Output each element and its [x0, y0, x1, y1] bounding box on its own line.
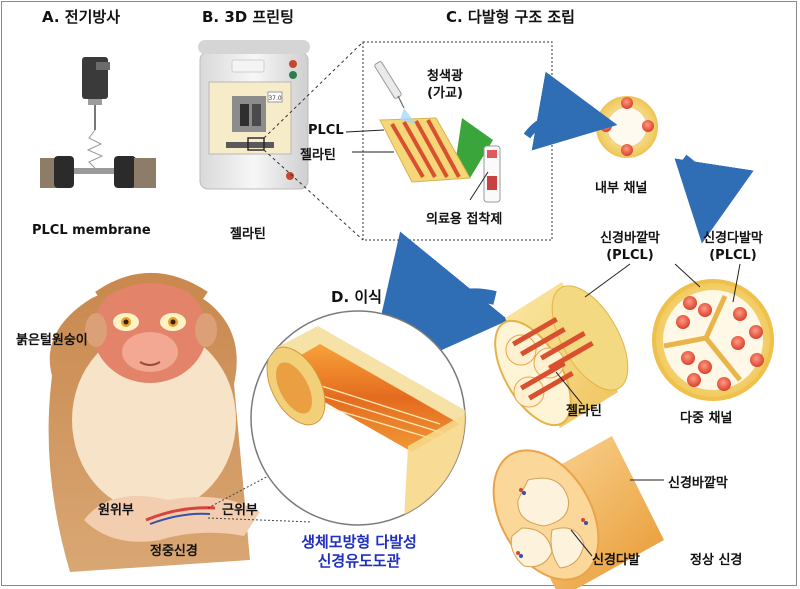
- epineurium-plcl-line2: (PLCL): [606, 248, 654, 263]
- printer-temp-readout: 37.0: [268, 95, 282, 102]
- normal-epineurium-label: 신경바깥막: [668, 476, 728, 491]
- arrow-to-implant: [365, 231, 509, 385]
- conduit-caption-line1: 생체모방형 다발성: [301, 533, 417, 551]
- inner-channel-label: 내부 채널: [595, 181, 648, 196]
- printer-gelatin-label: 젤라틴: [230, 227, 266, 242]
- monkey-label: 붉은털원숭이: [16, 333, 88, 348]
- epineurium-plcl-line1: 신경바깥막: [600, 231, 660, 246]
- distal-label: 원위부: [98, 503, 134, 518]
- epineurium-plcl-label: 신경바깥막 (PLCL): [585, 230, 675, 264]
- bioprinter: 37.0: [198, 40, 310, 190]
- fascicle-label: 신경다발: [592, 553, 640, 568]
- median-nerve-label: 정중신경: [150, 544, 198, 559]
- medical-adhesive-label: 의료용 접착제: [426, 212, 503, 227]
- printed-sheet: [345, 61, 501, 203]
- conduit-caption-line2: 신경유도도관: [317, 552, 401, 570]
- blue-light-line2: (가교): [427, 86, 463, 101]
- section-b-title: B. 3D 프린팅: [202, 8, 294, 26]
- bundled-conduit: [494, 263, 631, 428]
- arrow-to-assembly: [674, 154, 754, 244]
- blue-light-label: 청색광 (가교): [410, 68, 480, 102]
- electrospinning-apparatus: [40, 57, 156, 188]
- section-d-title: D. 이식: [331, 288, 382, 306]
- perineurium-plcl-line2: (PLCL): [709, 248, 757, 263]
- sheet-gelatin-label: 젤라틴: [300, 148, 336, 163]
- proximal-label: 근위부: [222, 503, 258, 518]
- multi-channel-label: 다중 채널: [680, 411, 733, 426]
- section-a-title: A. 전기방사: [42, 8, 121, 26]
- conduit-caption: 생체모방형 다발성 신경유도도관: [274, 533, 444, 571]
- perineurium-plcl-label: 신경다발막 (PLCL): [688, 230, 778, 264]
- multi-channel-cross-section: [652, 263, 774, 401]
- plcl-label: PLCL: [308, 123, 344, 138]
- inner-channel-ring: [596, 96, 658, 158]
- rhesus-monkey: [48, 273, 313, 572]
- normal-nerve-label: 정상 신경: [690, 553, 743, 568]
- arrow-to-channel: [523, 71, 618, 151]
- bundle-gelatin-label: 젤라틴: [566, 404, 602, 419]
- normal-nerve: [492, 436, 664, 589]
- section-c-title: C. 다발형 구조 조립: [446, 8, 575, 26]
- plcl-membrane-label: PLCL membrane: [32, 223, 151, 238]
- blue-light-line1: 청색광: [427, 69, 463, 84]
- conduit-zoom-view: [250, 310, 466, 526]
- perineurium-plcl-line1: 신경다발막: [703, 231, 763, 246]
